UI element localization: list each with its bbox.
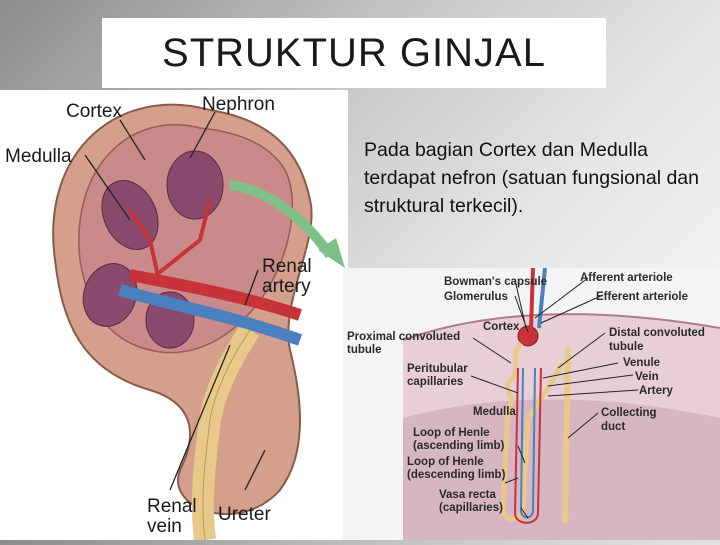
- proximal-tubule: [505, 341, 524, 410]
- label-renal-vein-2: vein: [147, 516, 182, 537]
- description-text: Pada bagian Cortex dan Medulla terdapat …: [364, 139, 699, 217]
- label-loop-asc-1: Loop of Henle: [413, 427, 490, 439]
- zoom-arrow: [229, 180, 335, 258]
- label-collecting-1: Collecting: [601, 407, 657, 419]
- kidney-diagram: Cortex Nephron Medulla Renal artery Rena…: [5, 94, 345, 542]
- label-vein: Vein: [635, 371, 659, 383]
- label-distal-2: tubule: [609, 341, 644, 353]
- label-peritubular-2: capillaries: [407, 376, 463, 388]
- label-vasa-recta-2: (capillaries): [439, 502, 503, 514]
- label-renal-artery-2: artery: [262, 276, 311, 297]
- medulla-pyramid: [82, 263, 138, 327]
- vasa-recta-vein: [519, 367, 536, 519]
- label-renal-vein-1: Renal: [147, 496, 197, 517]
- renal-vein: [118, 284, 303, 346]
- label-distal-1: Distal convoluted: [609, 327, 705, 339]
- label-loop-asc-2: (ascending limb): [413, 440, 505, 452]
- medulla-band: [403, 399, 720, 540]
- label-peritubular-1: Peritubular: [407, 363, 468, 375]
- label-artery: Artery: [639, 385, 673, 397]
- loop-of-henle: [500, 407, 531, 522]
- title-box: STRUKTUR GINJAL: [102, 18, 606, 88]
- label-glomerulus: Glomerulus: [444, 291, 508, 303]
- distal-tubule: [525, 361, 566, 420]
- label-renal-artery-1: Renal: [262, 256, 312, 277]
- zoom-arrow-head: [318, 238, 345, 268]
- medulla-pyramid: [166, 150, 224, 220]
- slide-title: STRUKTUR GINJAL: [162, 30, 546, 75]
- collecting-duct: [562, 347, 571, 524]
- label-efferent-arteriole: Efferent arteriole: [596, 291, 688, 303]
- label-bowmans-capsule: Bowman's capsule: [444, 276, 547, 288]
- label-medulla: Medulla: [5, 146, 72, 167]
- nephron-diagram: Bowman's capsule Glomerulus Afferent art…: [347, 267, 720, 540]
- label-collecting-2: duct: [601, 421, 625, 433]
- label-proximal-1: Proximal convoluted: [347, 331, 460, 343]
- nephron-diagram-panel: Bowman's capsule Glomerulus Afferent art…: [343, 267, 720, 540]
- kidney-diagram-panel: Cortex Nephron Medulla Renal artery Rena…: [0, 90, 348, 542]
- label-medulla-nephron: Medulla: [473, 406, 516, 418]
- renal-artery: [128, 269, 302, 321]
- glomerulus: [517, 325, 539, 347]
- label-nephron: Nephron: [202, 94, 275, 115]
- label-loop-desc-1: Loop of Henle: [407, 456, 484, 468]
- label-afferent-arteriole: Afferent arteriole: [580, 272, 673, 284]
- label-vasa-recta-1: Vasa recta: [439, 489, 497, 501]
- label-proximal-2: tubule: [347, 344, 382, 356]
- label-cortex: Cortex: [66, 101, 122, 122]
- label-cortex-nephron: Cortex: [483, 321, 520, 333]
- label-ureter: Ureter: [218, 504, 271, 525]
- label-loop-desc-2: (descending limb): [407, 469, 506, 481]
- label-venule: Venule: [623, 357, 660, 369]
- vasa-recta-artery: [513, 367, 542, 524]
